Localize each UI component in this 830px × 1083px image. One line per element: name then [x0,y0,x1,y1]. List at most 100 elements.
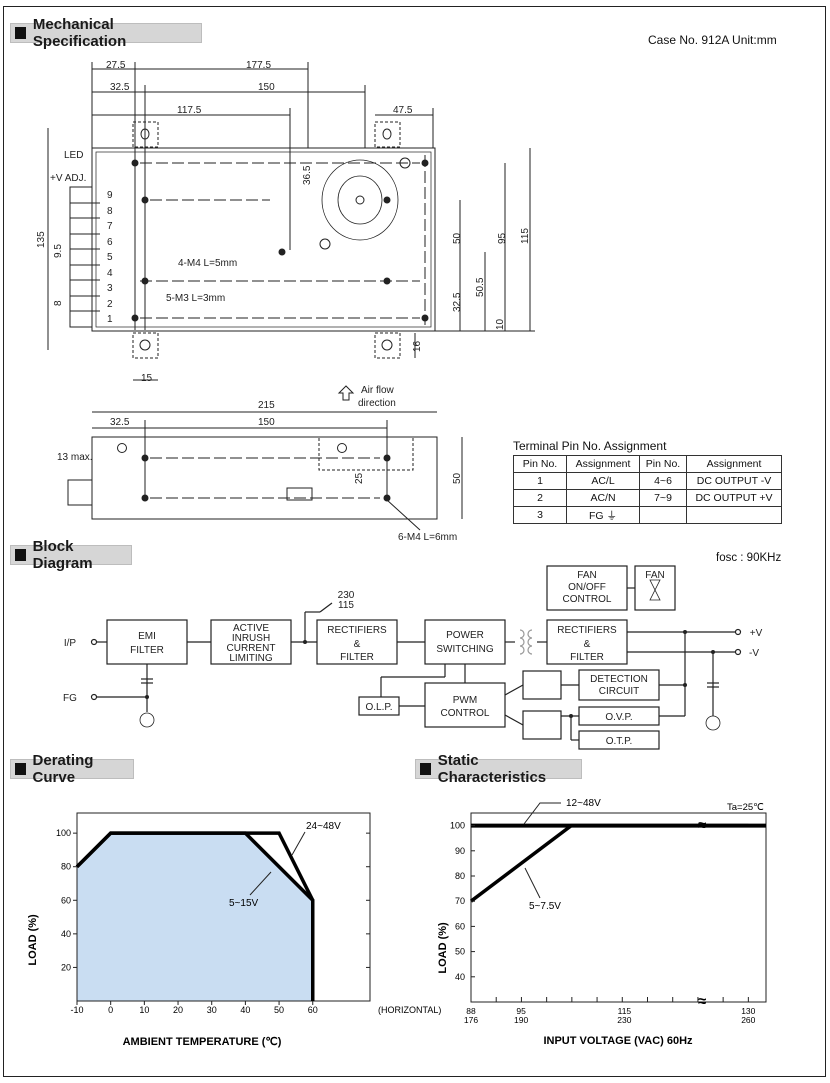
case-info: Case No. 912A Unit:mm [648,33,777,47]
table-cell [686,506,782,524]
block-label: LIMITING [229,653,273,664]
block-label: PWM [453,695,477,706]
table-header: Assignment [566,455,640,473]
terminal-number: 2 [107,299,113,310]
y-tick-label: 60 [61,895,71,905]
block-label: ON/OFF [568,582,606,593]
dim: 115 [520,228,531,244]
dim: 9.5 [53,244,64,258]
y-tick-label: 80 [61,862,71,872]
block-label: FAN [577,570,596,581]
label-pointer [249,871,272,896]
y-axis-label: LOAD (%) [27,914,39,966]
airflow-label: direction [358,398,396,409]
x-tick-label: 40 [240,1005,250,1015]
pin-table-title: Terminal Pin No. Assignment [513,439,667,453]
block-diagram: I/P FG EMI FILTER ACTIVE INRUSH CURRENT … [63,565,763,750]
section-header-static: Static Characteristics [415,752,582,786]
y-tick-label: 90 [455,846,465,856]
y-axis-label: LOAD (%) [437,922,449,974]
terminal-number: 8 [107,206,113,217]
dim: 8 [53,300,64,306]
header-square-icon [420,763,431,775]
dim: 50.5 [475,277,486,297]
fg-label: FG [63,693,77,704]
dim: 36.5 [302,165,313,185]
pin-assignment-table: Pin No. Assignment Pin No. Assignment 1 … [513,455,782,524]
dim: 32.5 [452,292,463,312]
terminal-number: 3 [107,283,113,294]
block-label: FILTER [570,652,604,663]
block-label: INRUSH [232,633,270,644]
series-label: 12~48V [566,798,601,809]
header-square-icon [15,763,26,775]
plot-frame [76,812,371,1002]
block-label: & [354,639,361,650]
block-label: EMI [138,631,156,642]
max13-label: 13 max. [57,452,93,463]
x-axis-label: AMBIENT TEMPERATURE (℃) [123,1036,282,1048]
header-square-icon [15,27,26,39]
table-header-row: Pin No. Assignment Pin No. Assignment [513,455,782,473]
x-tick-label: 130 [741,1006,755,1016]
label-pointer [524,867,541,899]
block-label: CURRENT [227,643,276,654]
block-label: FILTER [340,652,374,663]
y-tick-label: 50 [455,947,465,957]
x-tick-label: 0 [108,1005,113,1015]
section-title: Mechanical Specification [32,16,127,50]
x-tick-label: 10 [139,1005,149,1015]
table-cell: 7~9 [639,489,687,507]
switch-label: 115 [338,600,354,611]
series-label: 5~7.5V [529,901,561,912]
x-tick-label: 115 [618,1006,632,1016]
block-label: CIRCUIT [599,686,640,697]
vplus-label: +V [750,628,763,639]
series-line-5-7.5v [469,823,749,903]
block-label: FILTER [130,645,164,656]
x-tick-label: 190 [514,1015,528,1025]
x-tick-label: 176 [464,1015,478,1025]
block-label: O.L.P. [365,702,392,713]
dim: 177.5 [246,60,271,71]
section-title: Derating Curve [32,752,94,786]
block-label: O.V.P. [605,712,632,723]
terminal-number: 9 [107,190,113,201]
terminal-number: 7 [107,221,113,232]
series-line-5-15v [75,831,315,1001]
page-frame [3,6,826,1077]
x-tick-label: 88 [466,1006,476,1016]
section-title: Block Diagram [32,538,93,572]
dim: 117.5 [177,105,202,116]
block-label: FAN [645,570,664,581]
y-tick-label: 100 [56,828,71,838]
table-header: Assignment [686,455,782,473]
table-row: 3 FG ⏚ [513,506,782,524]
block-label: ACTIVE [233,623,269,634]
block-label: O.T.P. [606,736,633,747]
x-note: (HORIZONTAL) [378,1005,441,1015]
block-label: CONTROL [441,708,490,719]
dim: 10 [495,318,506,330]
terminal-number: 5 [107,252,113,263]
switch-label: 230 [338,590,355,601]
x-tick-label: 30 [207,1005,217,1015]
dim: 32.5 [110,82,130,93]
dim: 50 [452,232,463,244]
block-label: POWER [446,630,484,641]
y-tick-label: 70 [455,896,465,906]
block-label: SWITCHING [436,644,493,655]
y-tick-label: 100 [450,821,465,831]
terminal-number: 6 [107,237,113,248]
dim: 15 [141,373,153,384]
section-header-derating: Derating Curve [10,752,134,786]
y-tick-label: 40 [455,972,465,982]
table-row: 2 AC/N 7~9 DC OUTPUT +V [513,489,782,507]
dim: 32.5 [110,417,130,428]
x-tick-label: 50 [274,1005,284,1015]
dim: 16 [412,340,423,352]
area-5-15v [77,833,313,1001]
m3-label: 5-M3 L=3mm [166,293,225,304]
